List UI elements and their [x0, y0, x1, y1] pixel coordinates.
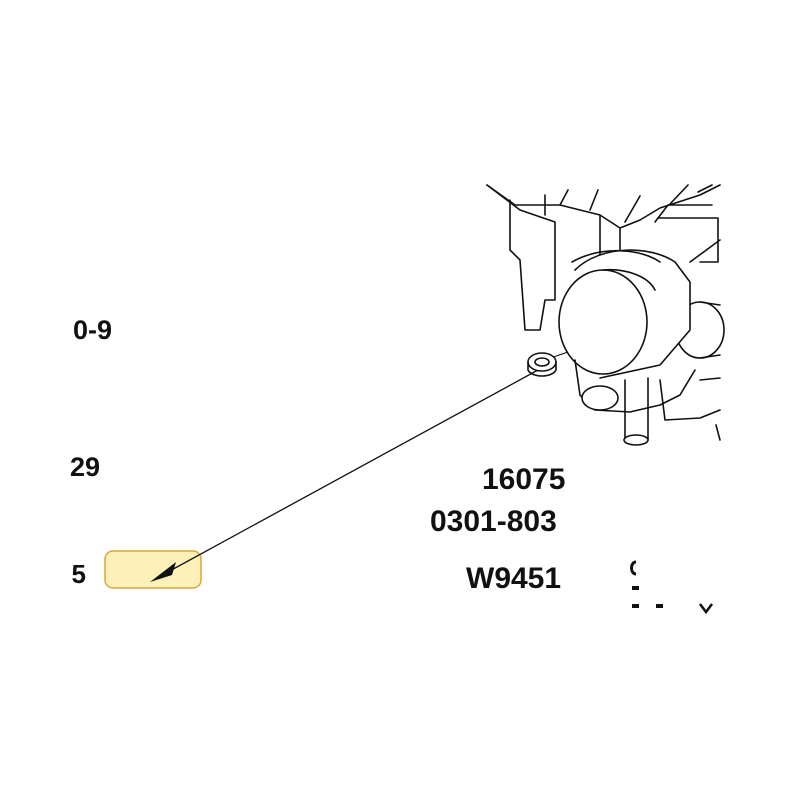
part-number-0301-803[interactable]: 0301-803 — [430, 505, 557, 538]
partial-label-fragments — [630, 560, 713, 615]
part-number-16075[interactable]: 16075 — [482, 465, 566, 495]
left-label-1: 0-9 — [73, 317, 113, 344]
left-label-3: 5 — [72, 561, 86, 587]
carburetor-drawing — [486, 184, 725, 446]
highlight-callout-box[interactable] — [104, 550, 202, 589]
part-number-w9451[interactable]: W9451 — [466, 562, 562, 595]
left-label-2: 29 — [70, 454, 101, 481]
leader-arrow-icon — [150, 337, 609, 582]
